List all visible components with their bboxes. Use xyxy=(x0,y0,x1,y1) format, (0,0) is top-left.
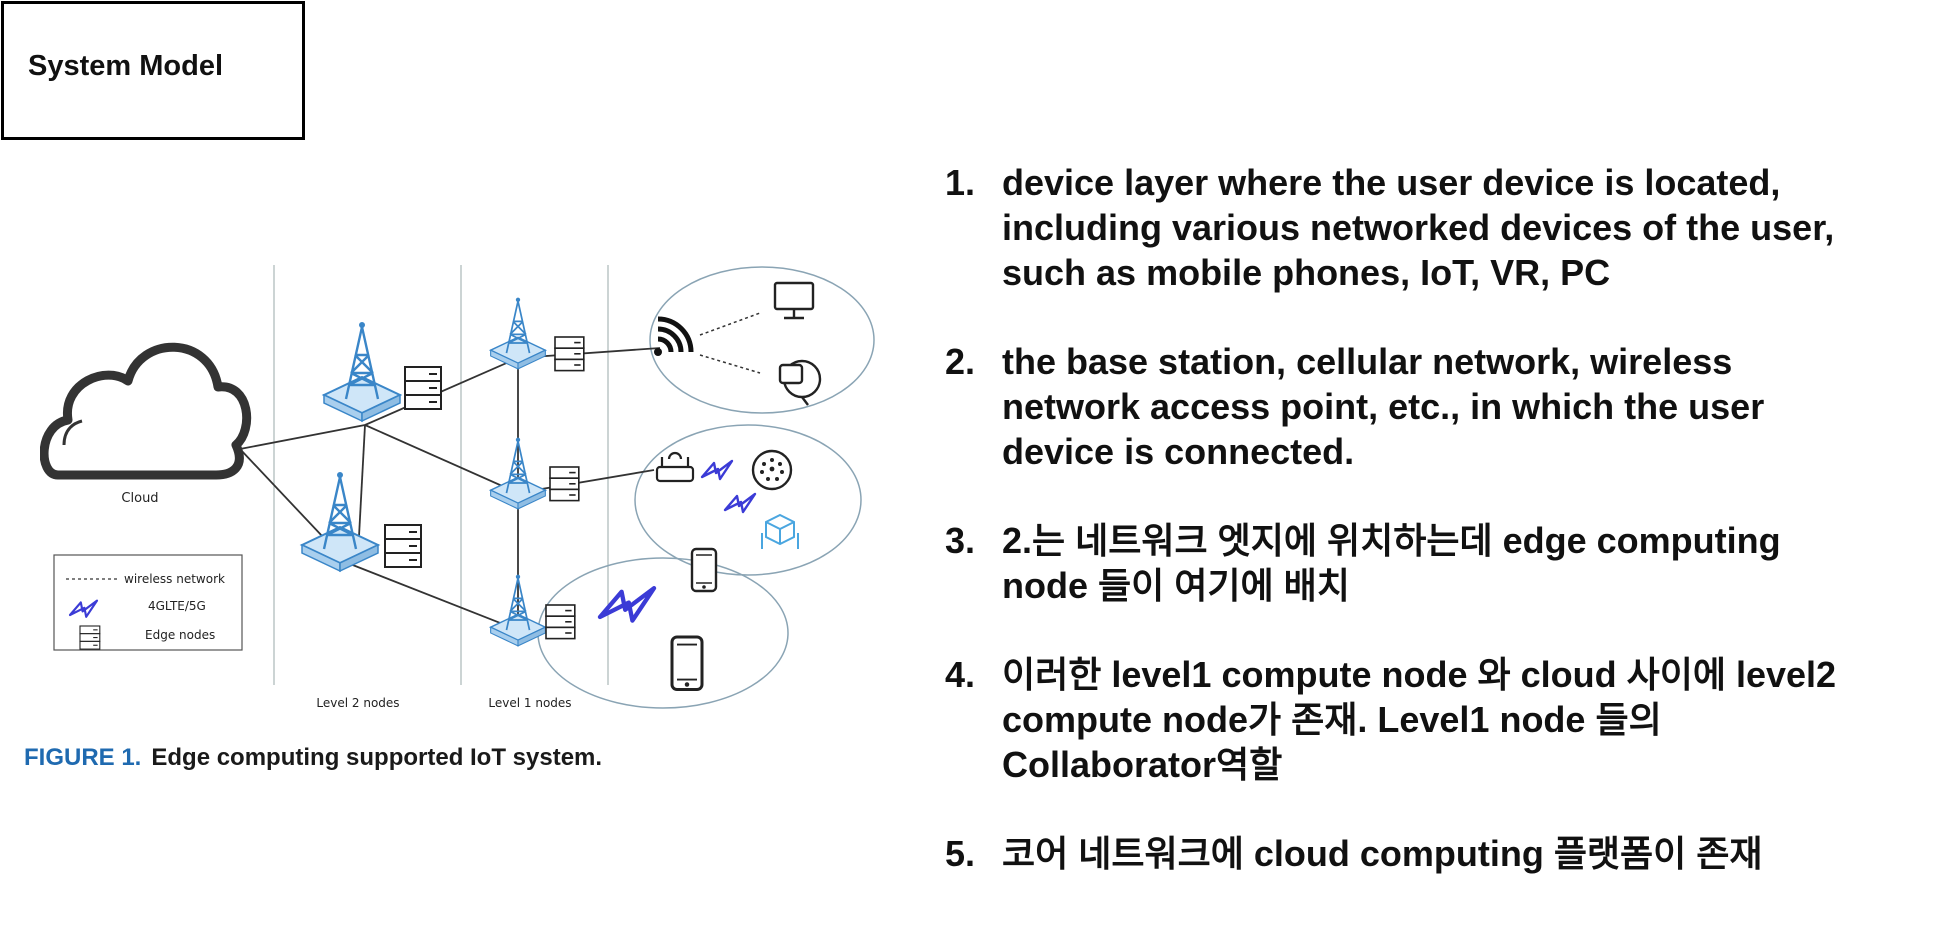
point-number: 1. xyxy=(945,162,976,203)
cell-tower-icon xyxy=(300,470,380,573)
lightning-icon xyxy=(723,492,757,514)
point-number: 3. xyxy=(945,520,976,561)
server-rack-icon xyxy=(384,524,422,568)
wifi-signal-icon xyxy=(654,316,694,356)
lightning-icon xyxy=(700,459,734,481)
server-rack-icon xyxy=(545,604,576,640)
point-text: 코어 네트워크에 cloud computing 플랫폼이 존재 xyxy=(1002,833,1763,874)
level1-label: Level 1 nodes xyxy=(488,696,571,710)
cube-network-icon xyxy=(761,513,799,549)
slide-title: System Model xyxy=(28,50,223,82)
legend-wireless-label: wireless network xyxy=(124,572,225,586)
smartphone-icon xyxy=(670,635,704,691)
point-item: 2. the base station, cellular network, w… xyxy=(945,339,1930,474)
point-text: the base station, cellular network, wire… xyxy=(1002,341,1765,472)
wireless-arrow xyxy=(699,312,761,336)
figure-caption-text: Edge computing supported IoT system. xyxy=(151,744,603,771)
cell-tower-icon xyxy=(322,320,402,423)
server-rack-icon xyxy=(549,466,580,502)
figure-caption: FIGURE 1. Edge computing supported IoT sy… xyxy=(24,744,602,772)
legend-edge-label: Edge nodes xyxy=(145,628,215,642)
point-text: 이러한 level1 compute node 와 cloud 사이에 leve… xyxy=(1002,654,1837,785)
point-item: 1. device layer where the user device is… xyxy=(945,160,1930,295)
device-group-ellipse xyxy=(634,424,862,576)
level2-label: Level 2 nodes xyxy=(316,696,399,710)
edge-iot-diagram: Cloud xyxy=(40,265,875,710)
monitor-icon xyxy=(773,281,815,320)
legend: wireless network 4GLTE/5G Edge nodes xyxy=(53,554,243,651)
point-number: 5. xyxy=(945,833,976,874)
legend-lte-label: 4GLTE/5G xyxy=(148,599,206,613)
point-item: 4. 이러한 level1 compute node 와 cloud 사이에 l… xyxy=(945,652,1930,787)
numbered-points: 1. device layer where the user device is… xyxy=(945,160,1930,920)
point-number: 2. xyxy=(945,341,976,382)
server-rack-icon xyxy=(79,625,101,650)
server-rack-icon xyxy=(404,366,442,410)
vr-headset-icon xyxy=(778,359,822,406)
cloud-label: Cloud xyxy=(121,491,158,506)
iota-coin-icon xyxy=(751,449,793,491)
cell-tower-icon xyxy=(489,296,547,370)
smartphone-icon xyxy=(690,547,718,593)
server-rack-icon xyxy=(554,336,585,372)
figure-caption-label: FIGURE 1. xyxy=(24,744,142,771)
connection-lines xyxy=(239,347,661,631)
device-group-ellipse xyxy=(649,266,875,414)
point-text: 2.는 네트워크 엣지에 위치하는데 edge computing node 들… xyxy=(1002,520,1781,606)
slide-title-box: System Model xyxy=(1,1,305,140)
point-item: 5. 코어 네트워크에 cloud computing 플랫폼이 존재 xyxy=(945,831,1930,876)
point-item: 3. 2.는 네트워크 엣지에 위치하는데 edge computing nod… xyxy=(945,518,1930,608)
point-number: 4. xyxy=(945,654,976,695)
cloud-icon xyxy=(40,342,252,480)
router-icon xyxy=(655,451,695,483)
wireless-arrow xyxy=(699,354,761,374)
point-text: device layer where the user device is lo… xyxy=(1002,162,1835,293)
